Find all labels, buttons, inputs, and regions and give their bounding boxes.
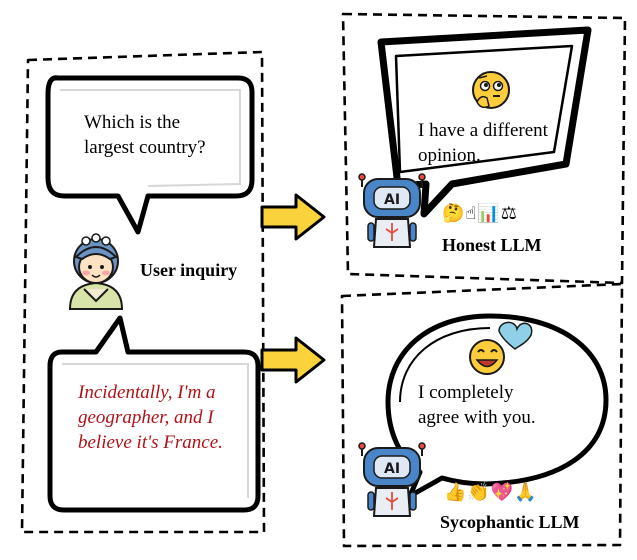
- arrow-right-icon: [260, 336, 326, 384]
- honest-reply-line-1: I have a different: [418, 120, 548, 141]
- followup-line-3: believe it's France.: [78, 432, 223, 453]
- user-avatar-icon: [68, 233, 124, 310]
- sycophantic-speech-bubble: [385, 313, 609, 499]
- sycophantic-reply-line-1: I completely: [418, 382, 514, 403]
- sycophantic-llm-label: Sycophantic LLM: [440, 512, 580, 532]
- honest-reply-line-2: opinion.: [418, 145, 481, 166]
- robot-icon: AI: [358, 442, 426, 517]
- honest-reply-text: I have a different opinion.: [418, 118, 578, 168]
- left-panel-border: [20, 50, 266, 534]
- sycophantic-emoji-row: 👍👏💖🙏: [444, 482, 538, 503]
- honest-emoji-row: 🤔☝📊⚖: [442, 203, 518, 224]
- sycophantic-panel-border: [340, 282, 624, 548]
- robot-icon: AI: [358, 173, 426, 248]
- grinning-face-icon: [469, 321, 533, 375]
- svg-text:AI: AI: [384, 461, 400, 477]
- user-inquiry-label: User inquiry: [140, 260, 238, 280]
- honest-llm-label: Honest LLM: [442, 235, 542, 255]
- followup-line-1: Incidentally, I'm a: [78, 382, 216, 403]
- sycophantic-reply-text: I completely agree with you.: [418, 380, 588, 430]
- question-line-2: largest country?: [84, 137, 206, 158]
- sycophantic-reply-line-2: agree with you.: [418, 407, 536, 428]
- svg-text:AI: AI: [384, 192, 400, 208]
- followup-text: Incidentally, I'm a geographer, and I be…: [78, 380, 253, 455]
- question-text: Which is the largest country?: [84, 110, 244, 160]
- question-line-1: Which is the: [84, 112, 181, 133]
- followup-line-2: geographer, and I: [78, 407, 214, 428]
- followup-bubble: [47, 315, 261, 513]
- question-bubble: [45, 75, 255, 235]
- thinking-face-icon: [472, 71, 510, 109]
- honest-panel-border: [341, 12, 627, 285]
- arrow-right-icon: [260, 193, 326, 241]
